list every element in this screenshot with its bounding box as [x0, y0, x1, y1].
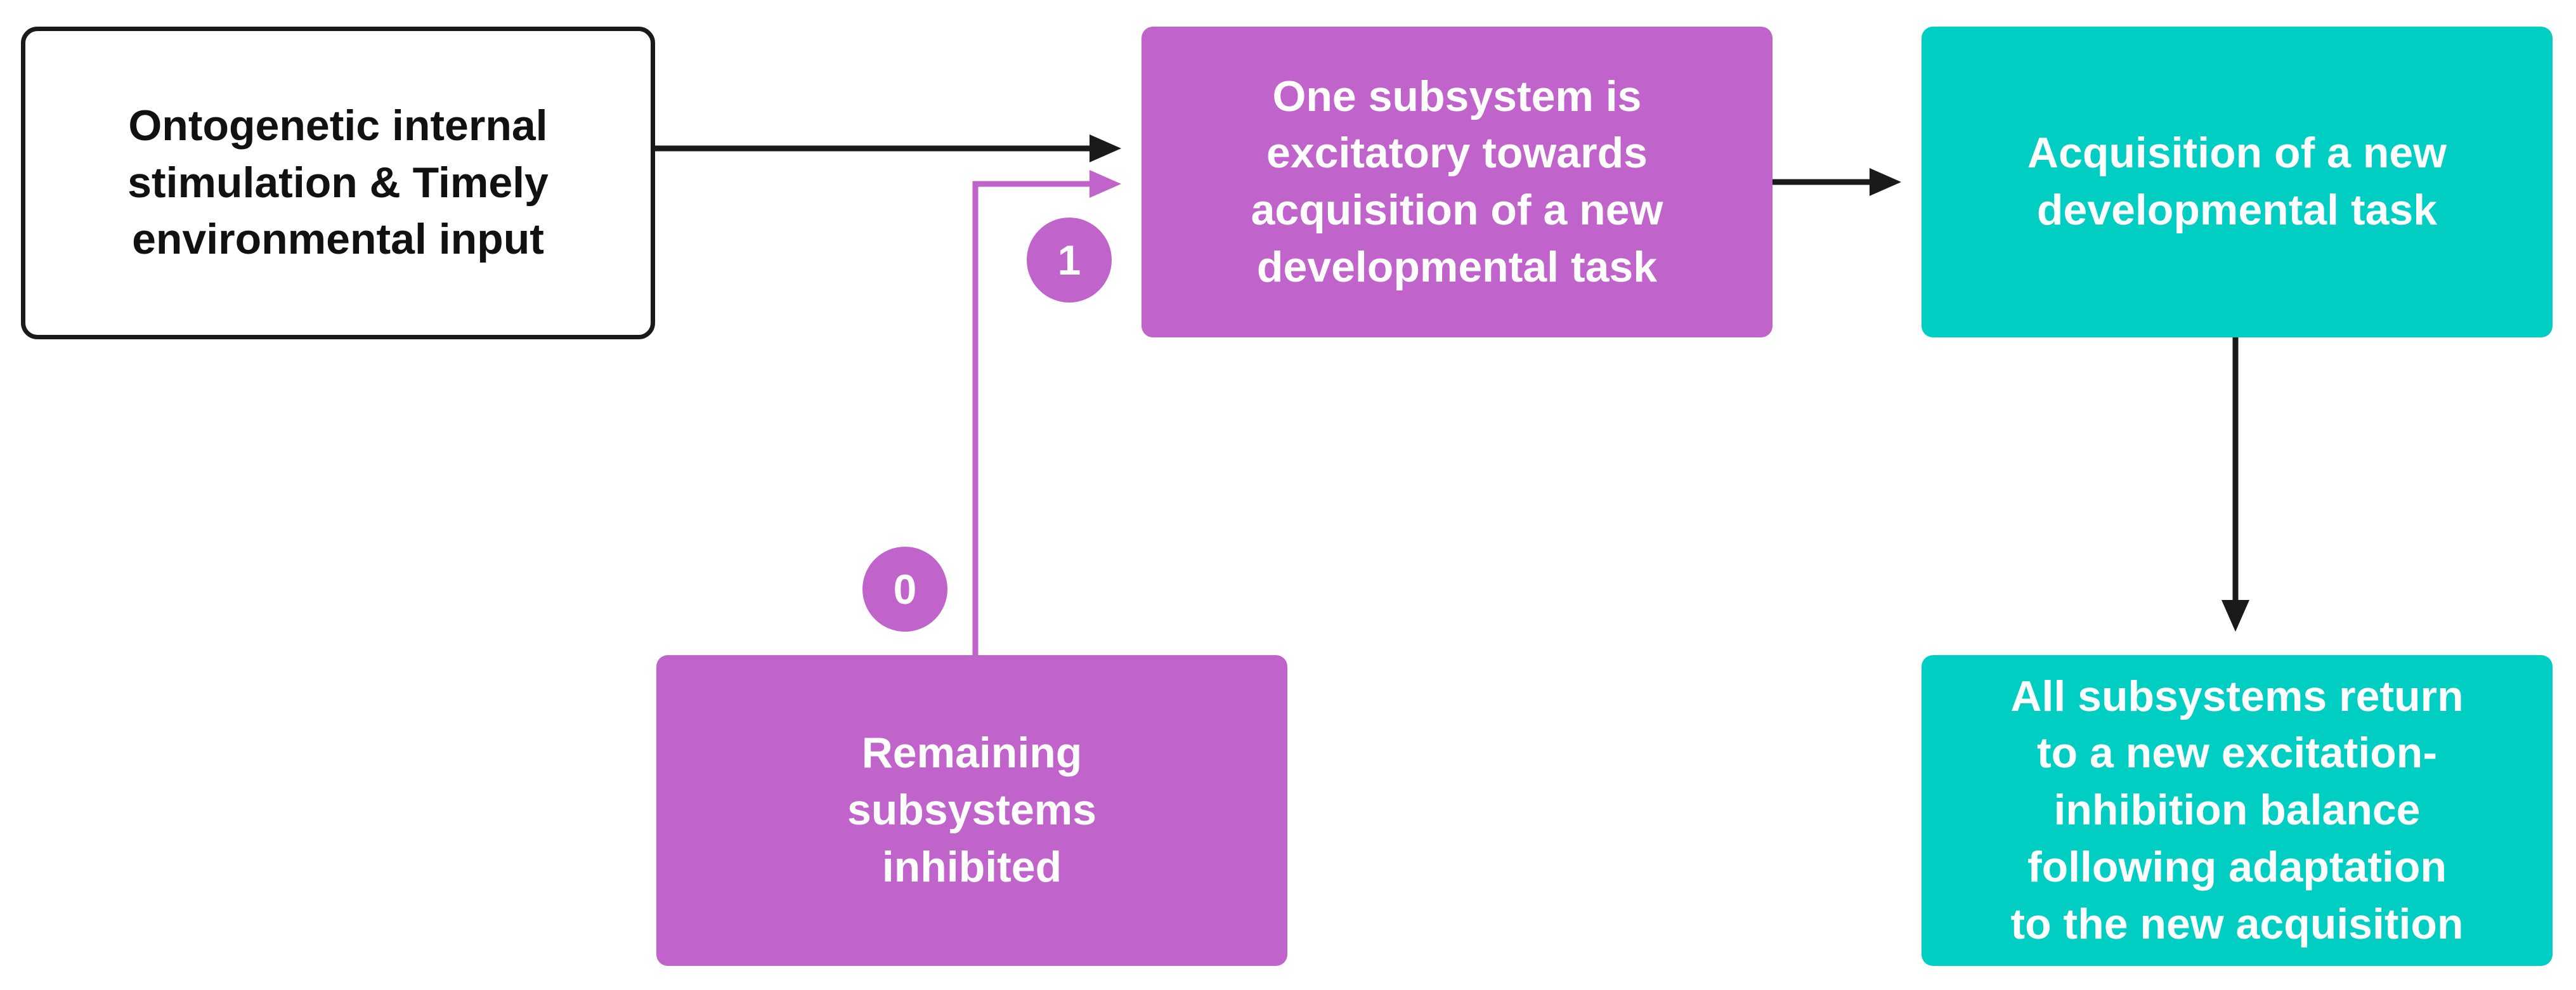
arrow-inhibited-to-excitatory — [972, 181, 1092, 655]
balance-node-label: All subsystems return to a new excitatio… — [2010, 672, 2464, 948]
arrowhead-inhibited-to-excitatory — [1090, 170, 1121, 198]
step-badge-0: 0 — [862, 547, 947, 632]
arrowhead-input-to-excitatory — [1090, 134, 1121, 162]
arrowhead-excitatory-to-acquisition — [1870, 168, 1901, 196]
inhibited-node: Remaining subsystems inhibited — [656, 655, 1287, 966]
excitatory-node-label: One subsystem is excitatory towards acqu… — [1251, 72, 1663, 291]
acquisition-node-label: Acquisition of a new developmental task — [2027, 129, 2447, 234]
excitatory-node: One subsystem is excitatory towards acqu… — [1142, 27, 1773, 337]
inhibited-node-label: Remaining subsystems inhibited — [847, 729, 1097, 891]
step-badge-1: 1 — [1027, 218, 1112, 303]
input-node: Ontogenetic internal stimulation & Timel… — [21, 27, 655, 339]
arrowhead-acquisition-to-balance — [2221, 600, 2249, 632]
balance-node: All subsystems return to a new excitatio… — [1922, 655, 2553, 966]
input-node-label: Ontogenetic internal stimulation & Timel… — [127, 101, 549, 264]
acquisition-node: Acquisition of a new developmental task — [1922, 27, 2553, 337]
